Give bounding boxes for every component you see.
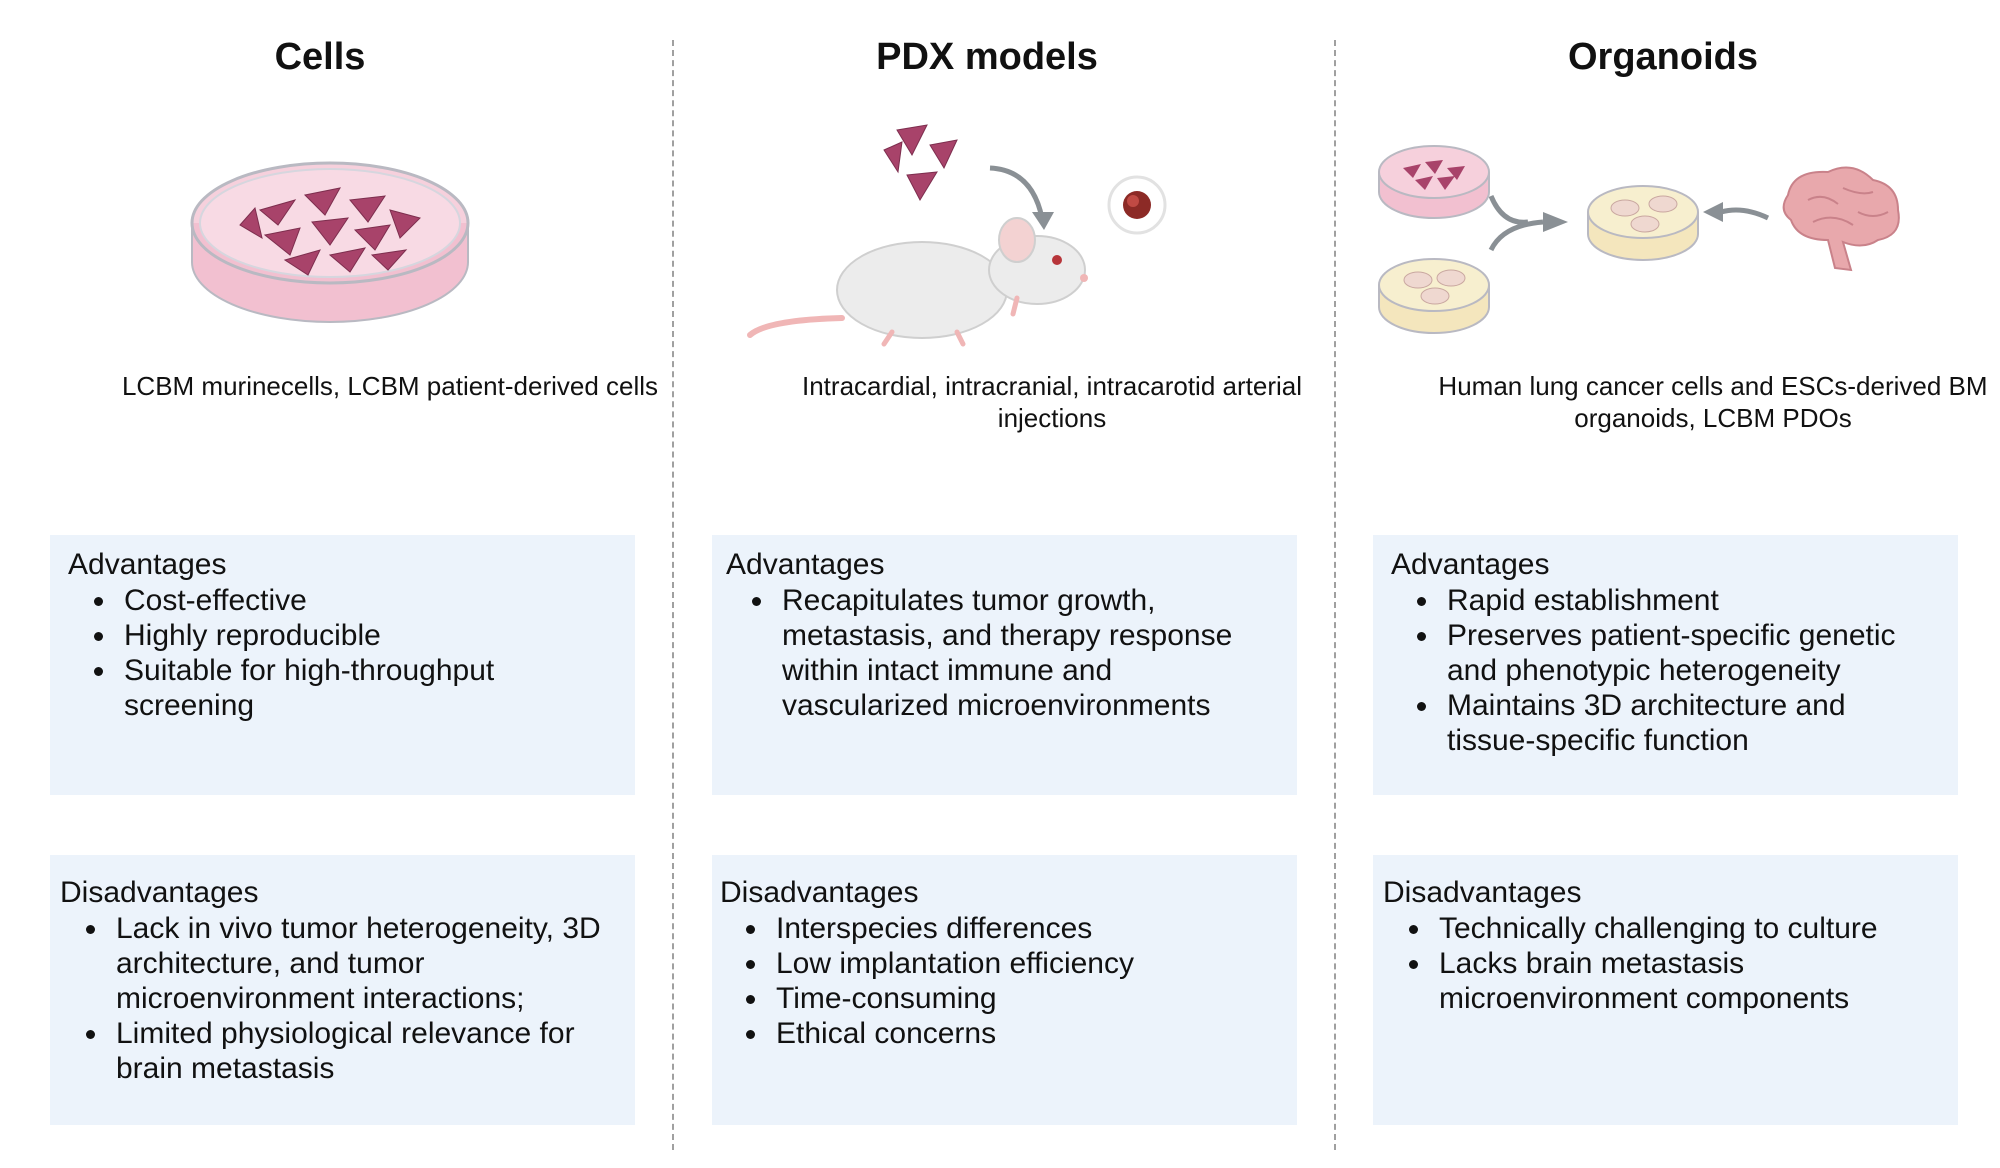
advantages-heading: Advantages — [726, 548, 885, 581]
column-divider — [672, 40, 674, 1150]
arrow-icon — [1720, 207, 1770, 221]
advantages-heading: Advantages — [68, 548, 227, 581]
arrow-icon — [1488, 194, 1529, 225]
column-caption: LCBM murinecells, LCBM patient-derived c… — [121, 371, 659, 401]
list-item: Technically challenging to culture — [1433, 911, 1942, 946]
list-item: Low implantation efficiency — [770, 946, 1281, 981]
disadvantages-list: Lack in vivo tumor heterogeneity, 3D arc… — [60, 911, 619, 1086]
list-item: Time-consuming — [770, 981, 1281, 1016]
advantages-box: Advantages Recapitulates tumor growth, m… — [712, 535, 1297, 795]
disadvantages-box: Disadvantages Technically challenging to… — [1373, 855, 1958, 1125]
tumor-cells-icon — [883, 124, 958, 202]
disadvantages-heading: Disadvantages — [720, 876, 919, 909]
advantages-box: Advantages Cost-effective Highly reprodu… — [50, 535, 635, 795]
column-title: Cells — [274, 36, 366, 78]
petri-dish-icon — [1587, 185, 1699, 261]
column-pdx-models: PDX models Intracardial, intracranial, i… — [712, 0, 1372, 1168]
list-item: Highly reproducible — [118, 618, 619, 653]
list-item: Ethical concerns — [770, 1016, 1281, 1051]
disadvantages-heading: Disadvantages — [1383, 876, 1582, 909]
advantages-list: Recapitulates tumor growth, metastasis, … — [726, 583, 1281, 723]
arrow-icon — [989, 165, 1045, 219]
list-item: Interspecies differences — [770, 911, 1281, 946]
mouse-injection-illustration — [747, 124, 1167, 347]
disadvantages-list: Technically challenging to culture Lacks… — [1383, 911, 1942, 1016]
disadvantages-heading: Disadvantages — [60, 876, 259, 909]
list-item: Preserves patient-specific genetic and p… — [1441, 618, 1942, 688]
list-item: Cost-effective — [118, 583, 619, 618]
petri-dish-icon — [1378, 258, 1490, 334]
list-item: Limited physiological relevance for brai… — [110, 1016, 619, 1086]
disadvantages-box: Disadvantages Lack in vivo tumor heterog… — [50, 855, 635, 1125]
petri-dish-icon — [190, 161, 470, 323]
list-item: Lack in vivo tumor heterogeneity, 3D arc… — [110, 911, 619, 1016]
organoid-illustration — [1378, 145, 1900, 334]
column-title: PDX models — [876, 36, 1098, 78]
advantages-list: Rapid establishment Preserves patient-sp… — [1391, 583, 1942, 758]
list-item: Recapitulates tumor growth, metastasis, … — [776, 583, 1281, 723]
column-caption: Intracardial, intracranial, intracarotid… — [802, 371, 1302, 433]
brain-icon — [1782, 166, 1900, 272]
mouse-icon — [747, 217, 1088, 347]
petri-dish-icon — [1378, 145, 1490, 219]
column-organoids: Organoids — [1373, 0, 2000, 1168]
column-divider — [1334, 40, 1336, 1150]
disadvantages-box: Disadvantages Interspecies differences L… — [712, 855, 1297, 1125]
list-item: Rapid establishment — [1441, 583, 1942, 618]
list-item: Maintains 3D architecture and tissue-spe… — [1441, 688, 1942, 758]
advantages-heading: Advantages — [1391, 548, 1550, 581]
column-caption: Human lung cancer cells and ESCs-derived… — [1438, 371, 1988, 433]
disadvantages-list: Interspecies differences Low implantatio… — [720, 911, 1281, 1051]
advantages-list: Cost-effective Highly reproducible Suita… — [68, 583, 619, 723]
column-title: Organoids — [1567, 36, 1759, 78]
tumor-icon — [1107, 175, 1167, 235]
advantages-box: Advantages Rapid establishment Preserves… — [1373, 535, 1958, 795]
column-cells: Cells LCBM murinecells, LCBM patient-der… — [50, 0, 710, 1168]
list-item: Suitable for high-throughput screening — [118, 653, 619, 723]
list-item: Lacks brain metastasis microenvironment … — [1433, 946, 1942, 1016]
